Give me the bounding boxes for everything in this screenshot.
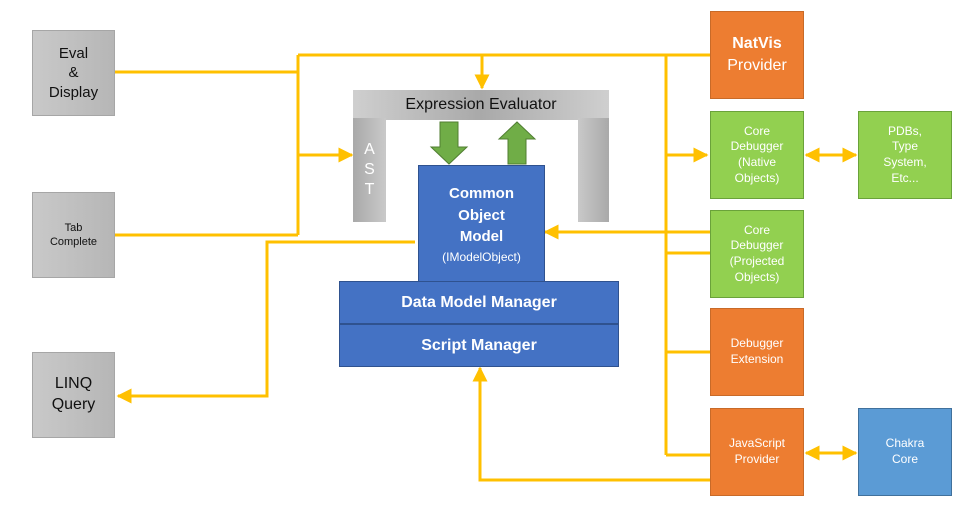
common-object-model: Common Object Model (IModelObject) (418, 165, 545, 282)
ast-letters: A S T (364, 141, 375, 199)
up-arrow-icon (497, 121, 537, 165)
evaluator-right-column (578, 118, 609, 222)
linq-query-node: LINQ Query (32, 352, 115, 438)
ast-letter-a: A (364, 141, 375, 158)
connector-js-to-script-manager (472, 366, 712, 482)
core-debugger-projected-label: Core Debugger (Projected Objects) (729, 222, 785, 284)
core-debugger-native-label: Core Debugger (Native Objects) (730, 123, 784, 185)
eval-display-label: Eval & Display (48, 44, 99, 101)
ast-letter-t: T (364, 181, 375, 198)
javascript-provider-label: JavaScript Provider (728, 436, 786, 466)
ast-column: A S T (353, 118, 386, 222)
script-manager-label: Script Manager (421, 336, 537, 354)
script-manager: Script Manager (339, 324, 619, 367)
data-model-manager: Data Model Manager (339, 281, 619, 324)
common-object-model-title: Common Object Model (449, 184, 514, 246)
connector-linq-query (116, 240, 415, 404)
expression-evaluator-bar: Expression Evaluator (353, 90, 609, 120)
linq-query-label: LINQ Query (51, 375, 96, 413)
natvis-provider-node: NatVis Provider (710, 11, 804, 99)
pdbs-label: PDBs, Type System, Etc... (883, 123, 927, 185)
chakra-core-label: Chakra Core (885, 436, 925, 466)
natvis-label: NatVis (732, 34, 782, 52)
tab-complete-label: Tab Complete (49, 221, 98, 248)
ast-letter-s: S (364, 161, 375, 178)
natvis-provider-label: Provider (727, 57, 787, 74)
core-debugger-projected-node: Core Debugger (Projected Objects) (710, 210, 804, 298)
pdbs-node: PDBs, Type System, Etc... (858, 111, 952, 199)
expression-evaluator-label: Expression Evaluator (405, 96, 557, 113)
chakra-core-node: Chakra Core (858, 408, 952, 496)
core-debugger-native-node: Core Debugger (Native Objects) (710, 111, 804, 199)
eval-display-node: Eval & Display (32, 30, 115, 116)
common-object-model-subtitle: (IModelObject) (442, 250, 521, 265)
data-model-manager-label: Data Model Manager (401, 293, 557, 311)
debugger-extension-label: Debugger Extension (730, 336, 784, 366)
debugger-extension-node: Debugger Extension (710, 308, 804, 396)
tab-complete-node: Tab Complete (32, 192, 115, 278)
down-arrow-icon (429, 121, 469, 165)
javascript-provider-node: JavaScript Provider (710, 408, 804, 496)
